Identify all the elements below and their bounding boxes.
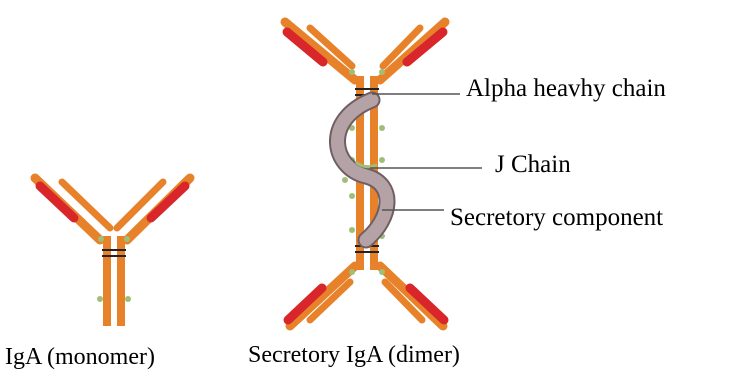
iga-monomer-caption: IgA (monomer) — [5, 345, 155, 369]
secretory-iga-dimer-caption: Secretory IgA (dimer) — [248, 343, 460, 367]
alpha-heavy-chain-label: Alpha heavhy chain — [466, 76, 666, 101]
dimer-bottom-left-arm-heavy-chain — [290, 266, 355, 326]
dimer-top-left-arm-heavy-chain — [285, 22, 355, 80]
monomer-carbohydrate-dots — [97, 236, 131, 302]
iga-monomer-antibody — [35, 178, 190, 326]
secretory-component-label: Secretory component — [450, 205, 663, 230]
dimer-bottom-right-arm-heavy-chain — [380, 266, 443, 326]
secretory-iga-dimer-antibody — [285, 22, 445, 326]
j-chain-label: J Chain — [495, 152, 571, 177]
